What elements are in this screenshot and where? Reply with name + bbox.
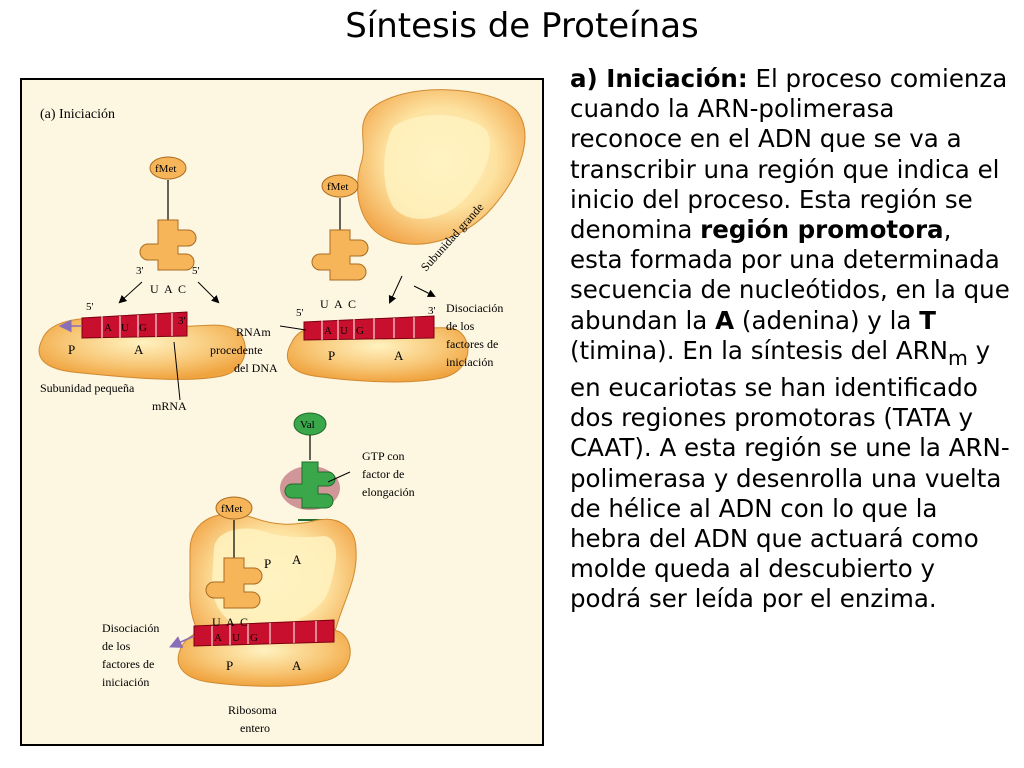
- step1-three-prime: 3': [136, 265, 144, 277]
- step1-three-prime-mrna: 3': [178, 315, 186, 327]
- promoter-region-term: región promotora: [700, 215, 944, 245]
- rnam-label-line3: del DNA: [234, 361, 278, 375]
- whole-ribosome: [177, 513, 357, 687]
- step2-three-prime: 3': [428, 305, 436, 317]
- step2-codon-g: G: [356, 325, 364, 337]
- arnm-subscript: m: [947, 345, 968, 370]
- step2-dissociation-line2: de los: [446, 319, 475, 333]
- step2-five-prime: 5': [296, 307, 304, 319]
- step2-anticodon-u: U: [320, 297, 329, 311]
- step2-codon-a: A: [324, 325, 332, 337]
- small-subunit-label: Subunidad pequeña: [40, 381, 135, 395]
- explanation-part-1: El proceso comienza cuando la ARN-polime…: [570, 64, 1008, 245]
- step1-site-a: A: [134, 342, 144, 357]
- initiation-diagram: (a) Iniciación fMet 3' 5' U A C 5' 3' A …: [20, 78, 544, 746]
- adenine-letter: A: [715, 305, 735, 335]
- val-label: Val: [300, 419, 315, 431]
- step2-dissociation-line1: Disociación: [446, 301, 503, 315]
- step2-trna: [311, 174, 369, 281]
- step1-anticodon-c: C: [178, 282, 186, 296]
- step1-codon-u: U: [121, 322, 129, 334]
- step2-site-p: P: [328, 348, 335, 363]
- explanation-part-3: (adenina) y la: [734, 305, 920, 335]
- step2-anticodon-a: A: [334, 297, 343, 311]
- step2-dissociation-line3: factores de: [446, 337, 498, 351]
- slide-title: Síntesis de Proteínas: [345, 6, 699, 46]
- thymine-letter: T: [919, 305, 936, 335]
- large-subunit: [357, 89, 526, 245]
- step3-site-p-bottom: P: [226, 658, 233, 673]
- step1-five-prime: 5': [192, 265, 200, 277]
- step1-anticodon-a: A: [164, 282, 173, 296]
- step2-fmet-label: fMet: [327, 181, 348, 193]
- explanation-paragraph: a) Iniciación: El proceso comienza cuand…: [570, 64, 1010, 615]
- step3-trna: [205, 496, 263, 609]
- step3-fmet-label: fMet: [221, 503, 242, 515]
- explanation-heading: a) Iniciación:: [570, 64, 748, 93]
- step2-small-subunit: [287, 315, 469, 383]
- step3-codon-u: U: [232, 632, 240, 644]
- step3-dissociation-line2: de los: [102, 639, 131, 653]
- step1-trna: [139, 156, 197, 271]
- step1-site-p: P: [68, 342, 75, 357]
- ribosome-label-line1: Ribosoma: [228, 703, 277, 717]
- step3-dissociation-line4: iniciación: [102, 675, 149, 689]
- ribosome-label-line2: entero: [240, 721, 270, 735]
- explanation-part-4: (timina). En la síntesis del ARN: [570, 335, 948, 365]
- step3-site-p-top: P: [264, 556, 271, 571]
- step3-codon-g: G: [250, 632, 258, 644]
- gtp-label-line1: GTP con: [362, 449, 405, 463]
- val-trna: [280, 412, 340, 521]
- step3-anticodon-u: U: [212, 615, 221, 629]
- step2-dissociation-line4: iniciación: [446, 355, 493, 369]
- step3-site-a-top: A: [292, 552, 302, 567]
- step3-anticodon-a: A: [226, 615, 235, 629]
- gtp-label-line3: elongación: [362, 485, 415, 499]
- rnam-label-line2: procedente: [210, 343, 263, 357]
- mrna-label: mRNA: [152, 399, 187, 413]
- step2-site-a: A: [394, 348, 404, 363]
- step3-dissociation-line3: factores de: [102, 657, 154, 671]
- step1-codon-a: A: [104, 322, 112, 334]
- step1-anticodon-u: U: [150, 282, 159, 296]
- rnam-label-line1: RNAm: [236, 325, 271, 339]
- step1-fmet-label: fMet: [155, 163, 176, 175]
- step3-site-a-bottom: A: [292, 658, 302, 673]
- explanation-part-5: y en eucariotas se han identificado dos …: [570, 335, 1010, 614]
- step1-codon-g: G: [139, 322, 147, 334]
- step1-small-subunit: [38, 311, 246, 380]
- step3-dissociation-line1: Disociación: [102, 621, 159, 635]
- explanation-part-2: , esta formada por una determinada secue…: [570, 215, 1010, 335]
- step2-codon-u: U: [340, 325, 348, 337]
- step3-anticodon-c: C: [240, 615, 248, 629]
- step2-anticodon-c: C: [348, 297, 356, 311]
- step1-five-prime-mrna: 5': [86, 301, 94, 313]
- gtp-label-line2: factor de: [362, 467, 404, 481]
- step3-codon-a: A: [214, 632, 222, 644]
- panel-title: (a) Iniciación: [40, 107, 115, 122]
